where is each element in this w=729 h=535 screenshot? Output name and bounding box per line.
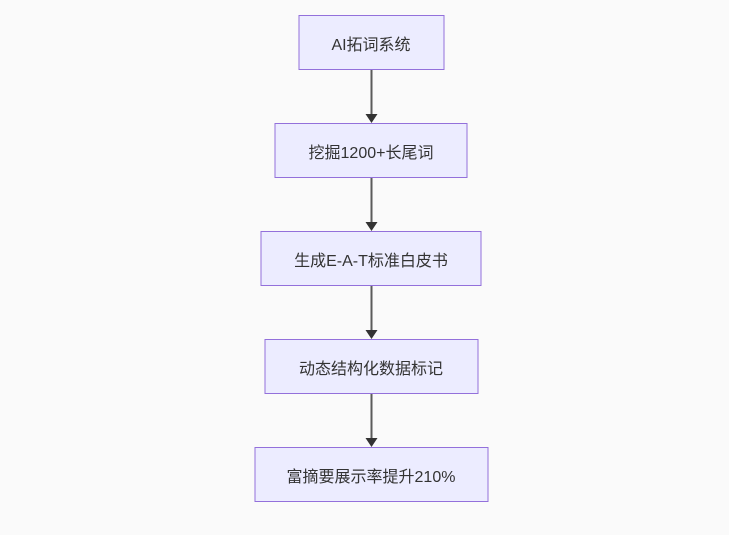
flow-arrow-3 xyxy=(364,286,378,339)
flow-node-label: 富摘要展示率提升210% xyxy=(286,468,456,486)
arrowhead-down-icon xyxy=(365,438,377,447)
flow-arrow-1 xyxy=(364,70,378,123)
flow-arrow-2 xyxy=(364,178,378,231)
arrowhead-down-icon xyxy=(365,114,377,123)
arrow-line xyxy=(370,70,372,115)
flow-node-eat-whitepaper: 生成E-A-T标准白皮书 xyxy=(260,231,482,286)
arrowhead-down-icon xyxy=(365,222,377,231)
flow-node-ai-word-expansion: AI拓词系统 xyxy=(298,15,444,70)
flow-node-label: 生成E-A-T标准白皮书 xyxy=(294,252,448,270)
arrow-line xyxy=(370,394,372,439)
flow-node-rich-snippet-result: 富摘要展示率提升210% xyxy=(254,447,488,502)
flow-node-structured-data-markup: 动态结构化数据标记 xyxy=(264,339,478,394)
arrow-line xyxy=(370,286,372,331)
arrow-line xyxy=(370,178,372,223)
flow-arrow-4 xyxy=(364,394,378,447)
flow-node-longtail-mining: 挖掘1200+长尾词 xyxy=(274,123,468,178)
flow-node-label: 动态结构化数据标记 xyxy=(298,360,443,378)
arrowhead-down-icon xyxy=(365,330,377,339)
flow-node-label: AI拓词系统 xyxy=(331,36,411,54)
flowchart-column: AI拓词系统 挖掘1200+长尾词 生成E-A-T标准白皮书 动态结构化数据标记 xyxy=(7,15,729,502)
flow-node-label: 挖掘1200+长尾词 xyxy=(308,144,434,162)
